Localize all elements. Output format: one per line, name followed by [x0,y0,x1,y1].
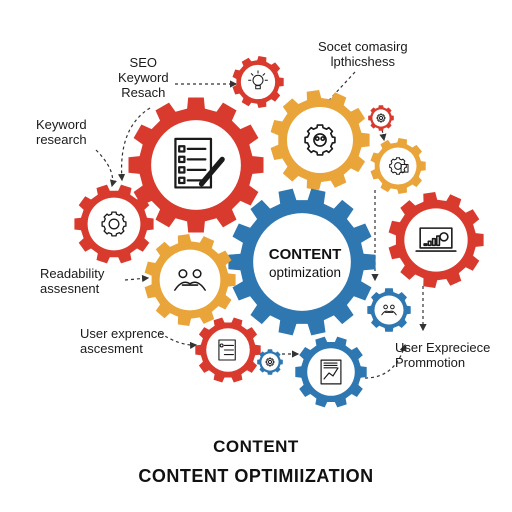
gear-settings [370,138,426,194]
arrow-small-bulb [379,117,387,142]
gear-checklist [195,317,261,383]
people-icon [174,269,206,291]
settings-checklist-icon [389,157,409,175]
cog-icon [101,211,127,237]
gear-small-bulb [368,105,394,131]
gear-hub [374,295,404,325]
gear-content-optimization [228,188,376,336]
label-user-experience-assessment: User exprence ascesment [80,326,165,356]
gear-left-cog [74,184,154,264]
chart-report-icon [320,359,342,385]
label-social-comasing: Socet comasirg lpthicshess [318,39,408,69]
arrow-readability [124,274,150,283]
gear-hub [87,197,141,251]
gear-lightbulb [232,56,284,108]
arrow-keyword-to-leftcog [95,149,117,188]
label-user-experience-promotion: User Expreciece Prommotion [395,340,491,370]
gear-hub [151,120,241,210]
gear-hub [379,147,417,185]
footer-line-2: CONTENT OPTIMIIZATION [138,466,374,486]
label-readability-assessment: Readability assesnent [40,266,105,296]
gear-hub [159,249,221,311]
arrow-left-arc [117,107,151,182]
laptop-chart-icon [415,227,457,252]
footer-title: CONTENT CONTENT OPTIMIIZATION [0,436,512,488]
gear-hub [287,107,353,173]
gear-hub [261,353,279,371]
gear-tiny [257,349,283,375]
gear-handshake [144,234,236,326]
gear-hub [240,64,276,100]
document-pencil-icon [174,137,225,189]
gear-handshake-small [367,288,411,332]
cog-icon [265,357,275,367]
arrow-userexp-left [159,332,198,349]
lightbulb-icon [248,70,268,90]
gear-analytics-laptop [388,192,484,288]
gear-chart-report [295,336,367,408]
center-title: CONTENT [268,246,342,263]
footer-line-1: CONTENT [213,437,299,456]
gear-hub [253,213,351,311]
gear-hub [372,109,390,127]
gear-team [270,90,370,190]
center-gear-label: CONTENT optimization [240,246,370,281]
small-gear-icon [376,113,386,123]
gear-hub [307,348,355,396]
label-seo-keyword-research: SEO Keyword Resach [118,55,169,100]
label-keyword-research: Keyword research [36,117,87,147]
center-subtitle: optimization [268,265,342,280]
handshake-icon [381,304,397,316]
checklist-icon [218,339,236,361]
gear-document-edit [128,97,264,233]
team-gear-icon [304,124,336,156]
arrow-bottom-right [364,343,407,379]
